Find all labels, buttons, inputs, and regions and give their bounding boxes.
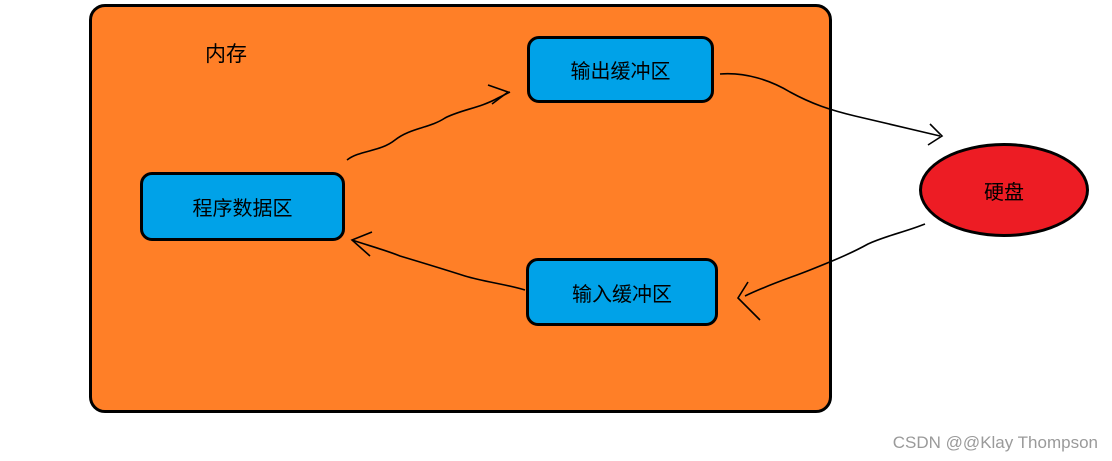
arrow-disk-to-input-head [736, 281, 761, 321]
arrow-input-to-program-head [350, 231, 373, 257]
arrow-program-to-output [346, 91, 511, 161]
arrow-output-to-disk-head [927, 123, 944, 146]
arrow-disk-to-input [744, 223, 926, 297]
arrow-program-to-output-head [487, 84, 510, 105]
output-buffer-node: 输出缓冲区 [527, 36, 714, 103]
memory-label: 内存 [205, 42, 247, 66]
program-data-label: 程序数据区 [192, 196, 293, 220]
watermark-text: CSDN @@Klay Thompson [892, 433, 1098, 452]
disk-node: 硬盘 [919, 143, 1089, 237]
program-data-node: 程序数据区 [140, 172, 345, 241]
output-buffer-label: 输出缓冲区 [570, 59, 671, 83]
input-buffer-label: 输入缓冲区 [572, 281, 672, 306]
arrow-output-to-disk [719, 72, 941, 137]
arrow-input-to-program [351, 239, 526, 291]
disk-label: 硬盘 [984, 179, 1024, 204]
input-buffer-node: 输入缓冲区 [526, 258, 718, 326]
